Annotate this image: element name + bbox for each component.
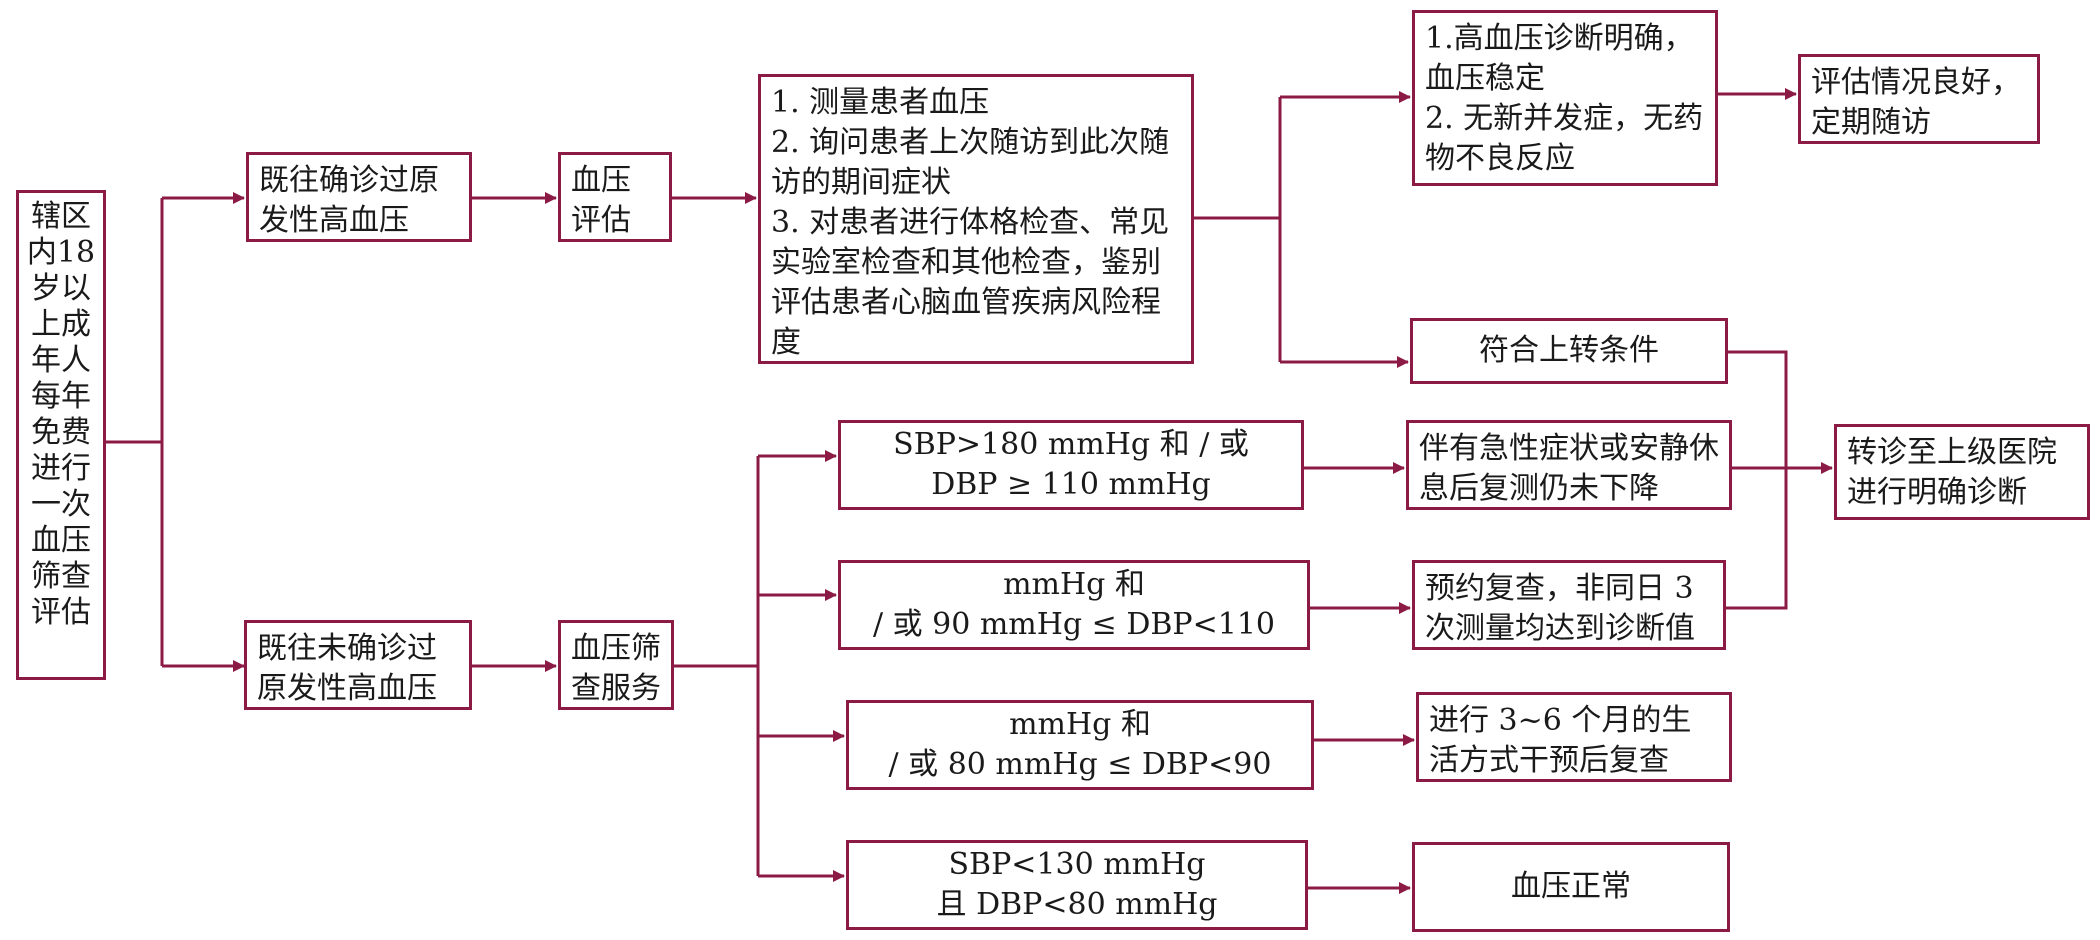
start-node: 辖区内18岁以上成年人每年免费进行一次血压筛查评估: [16, 190, 106, 680]
bp-stage1-node: 140 mmHg ≤ SBP<180 mmHg 和 / 或 90 mmHg ≤ …: [838, 560, 1310, 650]
assess-service-node: 血压评估服务: [558, 152, 672, 242]
bp-normal-range-node: SBP<130 mmHg 且 DBP<80 mmHg: [846, 840, 1308, 930]
bp-high-node: SBP>180 mmHg 和 / 或 DBP ≥ 110 mmHg: [838, 420, 1304, 510]
referral-condition-node: 符合上转条件: [1410, 318, 1728, 384]
lifestyle-node: 进行 3~6 个月的生活方式干预后复查: [1416, 692, 1732, 782]
undiagnosed-node: 既往未确诊过原发性高血压: [244, 620, 472, 710]
bp-elevated-node: 130 mmHg ≤ SBP<140 mmHg 和 / 或 80 mmHg ≤ …: [846, 700, 1314, 790]
diagnosed-node: 既往确诊过原发性高血压: [246, 152, 472, 242]
referral-node: 转诊至上级医院进行明确诊断: [1834, 424, 2090, 520]
good-followup-node: 评估情况良好，定期随访: [1798, 54, 2040, 144]
recheck-node: 预约复查，非同日 3 次测量均达到诊断值: [1412, 560, 1726, 650]
normal-bp-node: 血压正常: [1412, 842, 1730, 932]
assessment-steps-node: 1. 测量患者血压 2. 询问患者上次随访到此次随访的期间症状 3. 对患者进行…: [758, 74, 1194, 364]
stable-node: 1.高血压诊断明确，血压稳定 2. 无新并发症，无药物不良反应: [1412, 10, 1718, 186]
screen-service-node: 血压筛查服务: [558, 620, 674, 710]
acute-symptom-node: 伴有急性症状或安静休息后复测仍未下降: [1406, 420, 1732, 510]
edge-referral-cond-right: [1726, 350, 1788, 610]
